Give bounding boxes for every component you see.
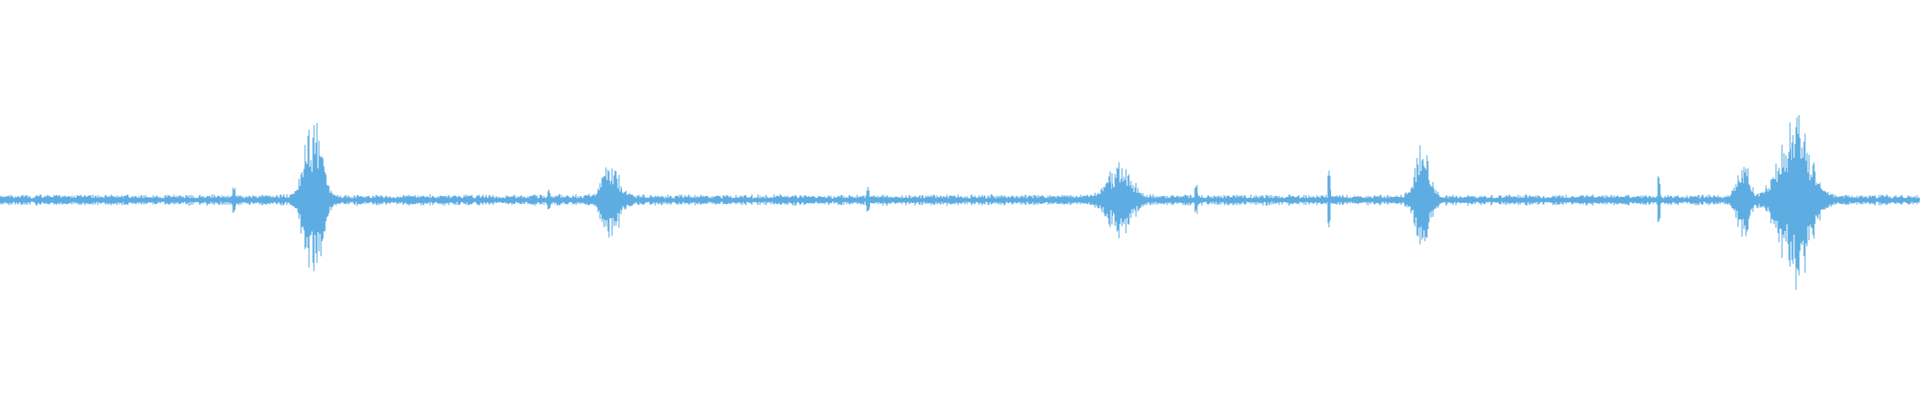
waveform-trace [0,115,1920,290]
